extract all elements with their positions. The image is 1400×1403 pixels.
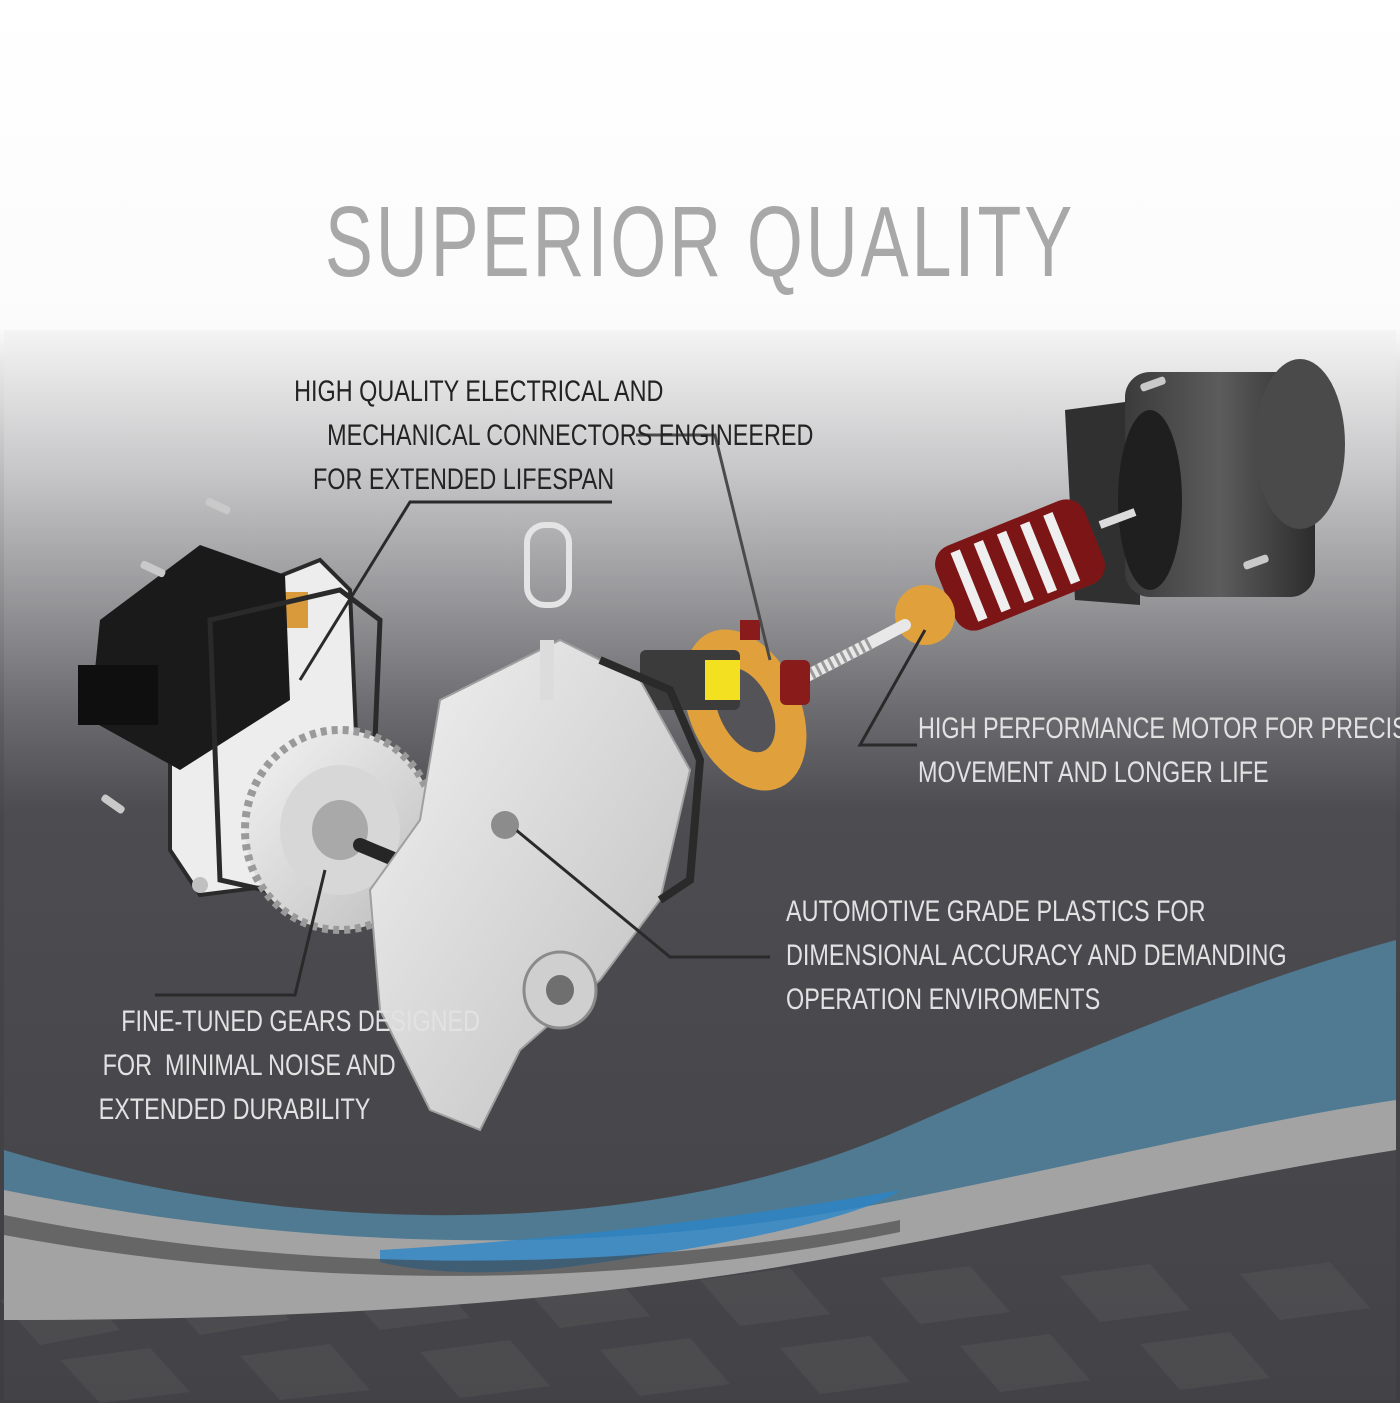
connector-housing <box>78 545 290 770</box>
leader-lines <box>155 433 927 997</box>
bushing <box>524 522 572 608</box>
motor-leader <box>857 629 927 747</box>
connectors-callout-line: MECHANICAL CONNECTORS ENGINEERED <box>327 419 814 452</box>
plastics-callout-line: AUTOMOTIVE GRADE PLASTICS FOR <box>786 895 1206 928</box>
gears-leader <box>155 869 327 997</box>
motor-can <box>1065 359 1345 605</box>
screws <box>101 376 1269 814</box>
motor-callout: HIGH PERFORMANCE MOTOR FOR PRECISE MOVEM… <box>918 707 1400 795</box>
gears-callout: FINE-TUNED GEARS DESIGNED FOR MINIMAL NO… <box>20 1000 481 1132</box>
plastics-callout: AUTOMOTIVE GRADE PLASTICS FOR DIMENSIONA… <box>786 890 1346 1022</box>
plastics-leader <box>509 823 770 959</box>
plastics-callout-line: DIMENSIONAL ACCURACY AND DEMANDING <box>786 939 1287 972</box>
dark-wave-band <box>4 1215 900 1276</box>
motor-callout-line: HIGH PERFORMANCE MOTOR FOR PRECISE <box>918 712 1400 745</box>
page-title: SUPERIOR QUALITY <box>324 186 1076 298</box>
connectors-callout: HIGH QUALITY ELECTRICAL AND MECHANICAL C… <box>190 370 814 502</box>
armature <box>895 499 1137 645</box>
gears-callout-line: FINE-TUNED GEARS DESIGNED <box>121 1005 481 1038</box>
blue-streak <box>380 1190 900 1273</box>
plastics-marker-dot <box>492 812 518 838</box>
brush-card-leader <box>636 433 772 661</box>
connectors-callout-line: FOR EXTENDED LIFESPAN <box>312 463 614 496</box>
top-panel <box>0 0 1400 330</box>
gears-callout-line: FOR MINIMAL NOISE AND <box>102 1049 396 1082</box>
tire-tread-pattern <box>0 1262 1370 1403</box>
motor-callout-line: MOVEMENT AND LONGER LIFE <box>918 756 1269 789</box>
gears-callout-line: EXTENDED DURABILITY <box>98 1093 370 1126</box>
gear-housing <box>368 638 705 1132</box>
connectors-leader <box>298 500 612 681</box>
brush-card <box>640 620 810 791</box>
plastics-callout-line: OPERATION ENVIROMENTS <box>786 983 1101 1016</box>
connectors-callout-line: HIGH QUALITY ELECTRICAL AND <box>294 375 664 408</box>
